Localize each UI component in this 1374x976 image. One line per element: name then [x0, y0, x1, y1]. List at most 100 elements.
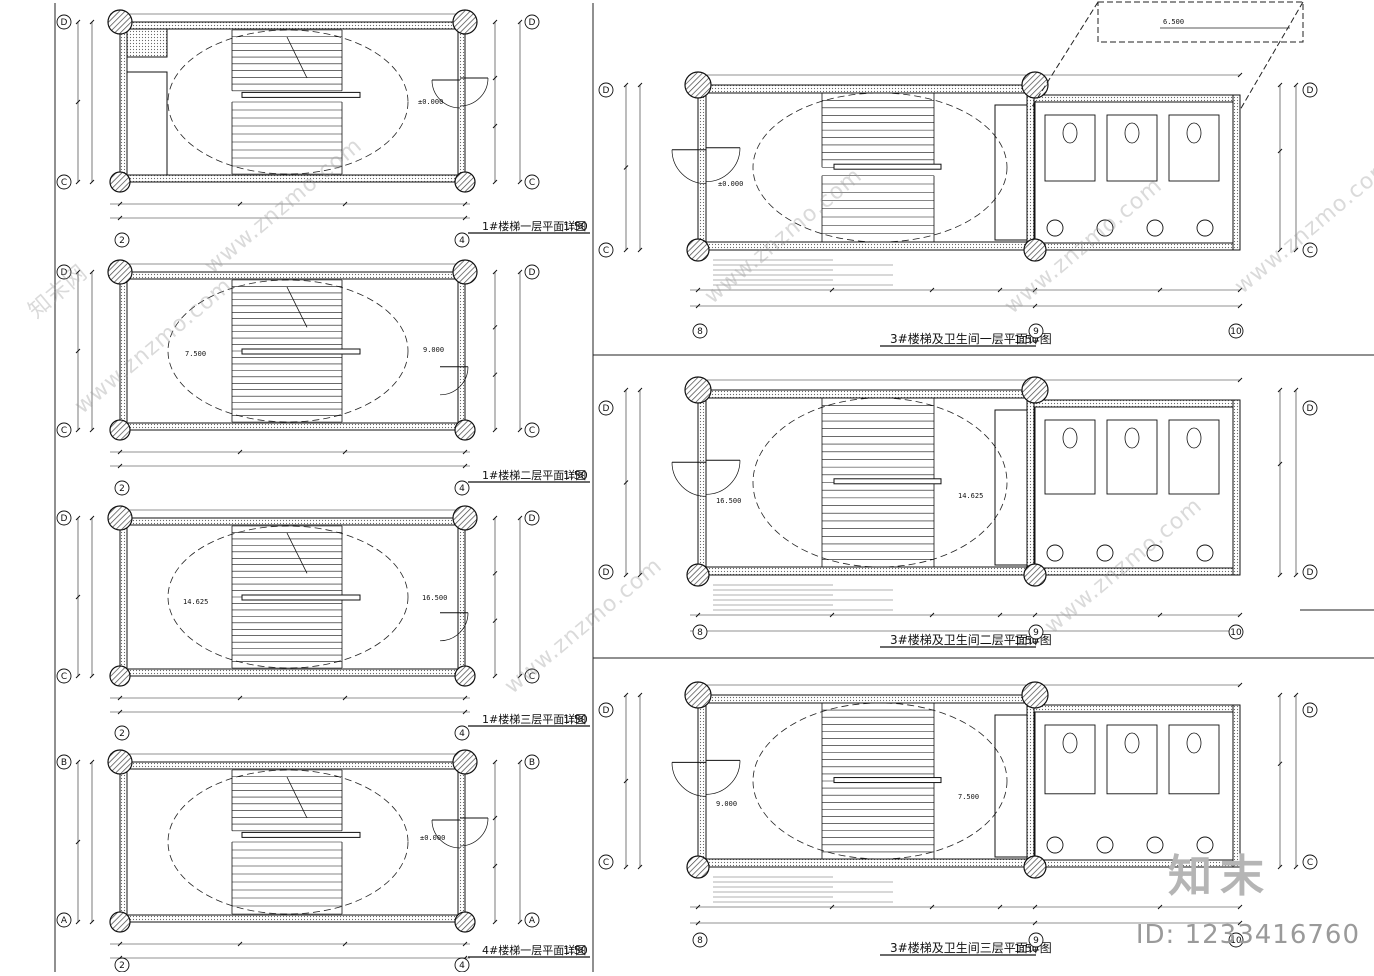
- dimension-tick: [237, 201, 243, 207]
- wall: [697, 566, 1036, 576]
- axis-bubble: [114, 232, 130, 248]
- dimension-tick: [89, 19, 95, 25]
- dimension-tick: [492, 324, 498, 330]
- axis-bubble-label: C: [529, 426, 535, 436]
- axis-bubble-label: D: [61, 514, 68, 524]
- column: [1021, 71, 1049, 99]
- dimension-tick: [623, 165, 629, 170]
- wall: [457, 21, 466, 183]
- dimension-tick: [929, 287, 935, 293]
- wash-basin: [1046, 836, 1064, 854]
- dimension-tick: [75, 919, 81, 925]
- axis-bubble: [56, 14, 72, 30]
- axis-bubble: [1302, 82, 1318, 98]
- axis-bubble-label: A: [529, 916, 536, 926]
- level-p1: ±0.000: [418, 98, 443, 106]
- toilet-fixture: [1124, 122, 1140, 144]
- dimension-tick: [462, 695, 468, 701]
- column: [1023, 238, 1047, 262]
- wall: [697, 858, 1036, 868]
- wall: [1232, 94, 1241, 251]
- door-swing: [671, 762, 707, 797]
- level-p2b: 9.000: [423, 346, 444, 354]
- axis-bubble: [692, 323, 708, 339]
- door-swing: [671, 149, 707, 185]
- stair-rail: [241, 831, 361, 838]
- axis-bubble-label: D: [529, 18, 536, 28]
- axis-bubble-label: C: [529, 178, 535, 188]
- level-r1: ±0.000: [718, 180, 743, 188]
- dimension-tick: [1277, 148, 1283, 154]
- dimension-tick: [492, 179, 498, 185]
- axis-bubble: [1228, 624, 1244, 640]
- door-swing: [431, 819, 461, 849]
- dimension-tick: [492, 919, 498, 925]
- axis-bubble-label: 2: [119, 729, 125, 739]
- wall: [119, 517, 466, 526]
- axis-bubble: [1302, 702, 1318, 718]
- dimension-tick: [1277, 461, 1283, 467]
- dimension-tick: [1277, 572, 1283, 578]
- column: [107, 505, 133, 531]
- column: [107, 749, 133, 775]
- dimension-tick: [75, 427, 81, 433]
- dimension-tick: [462, 215, 468, 221]
- dimension-tick: [492, 372, 498, 378]
- dimension-tick: [1293, 82, 1299, 88]
- axis-bubble-label: 4: [459, 484, 465, 494]
- axis-bubble: [114, 480, 130, 496]
- roof-level-label: 6.500: [1163, 18, 1184, 26]
- break-line: [286, 286, 308, 328]
- axis-bubble: [598, 242, 614, 258]
- wall: [119, 914, 466, 923]
- wall: [119, 21, 128, 183]
- dimension-tick: [623, 572, 629, 578]
- wall: [1026, 704, 1241, 713]
- column: [107, 259, 133, 285]
- axis-bubble: [114, 725, 130, 741]
- column: [107, 9, 133, 35]
- stair-rail: [833, 478, 942, 485]
- wall: [119, 21, 466, 30]
- dimension-tick: [492, 815, 498, 821]
- dimension-tick: [117, 709, 123, 715]
- dimension-tick: [492, 618, 498, 624]
- dimension-tick: [1277, 387, 1283, 393]
- column: [684, 681, 712, 709]
- axis-bubble-label: D: [61, 18, 68, 28]
- wall: [697, 389, 1036, 399]
- dimension-tick: [1293, 387, 1299, 393]
- axis-bubble-label: C: [61, 426, 67, 436]
- dimension-tick: [1032, 904, 1038, 910]
- dimension-tick: [1277, 864, 1283, 870]
- axis-bubble: [598, 854, 614, 870]
- door-swing: [459, 77, 489, 107]
- dimension-tick: [637, 387, 643, 393]
- dimension-tick: [462, 709, 468, 715]
- door-swing: [671, 462, 707, 497]
- axis-bubble-label: 9: [1033, 936, 1039, 946]
- column: [454, 665, 476, 687]
- dimension-tick: [997, 287, 1003, 293]
- dimension-tick: [89, 919, 95, 925]
- dimension-tick: [237, 449, 243, 455]
- dimension-tick: [462, 449, 468, 455]
- axis-bubble: [692, 624, 708, 640]
- dimension-tick: [1237, 377, 1243, 383]
- title-p3: 1#楼梯三层平面详图: [482, 712, 586, 726]
- dimension-tick: [75, 515, 81, 521]
- wall: [697, 694, 707, 868]
- dimension-tick: [492, 19, 498, 25]
- level-p3a: 14.625: [183, 598, 208, 606]
- toilet-fixture: [1062, 427, 1078, 449]
- wash-basin: [1096, 836, 1114, 854]
- wall: [1232, 399, 1241, 576]
- wash-basin: [1146, 219, 1164, 237]
- dimension-tick: [637, 572, 643, 578]
- column: [109, 911, 131, 933]
- wall: [119, 422, 466, 431]
- wall: [1026, 704, 1035, 868]
- dimension-tick: [237, 695, 243, 701]
- dimension-tick: [117, 941, 123, 947]
- axis-bubble-label: C: [61, 672, 67, 682]
